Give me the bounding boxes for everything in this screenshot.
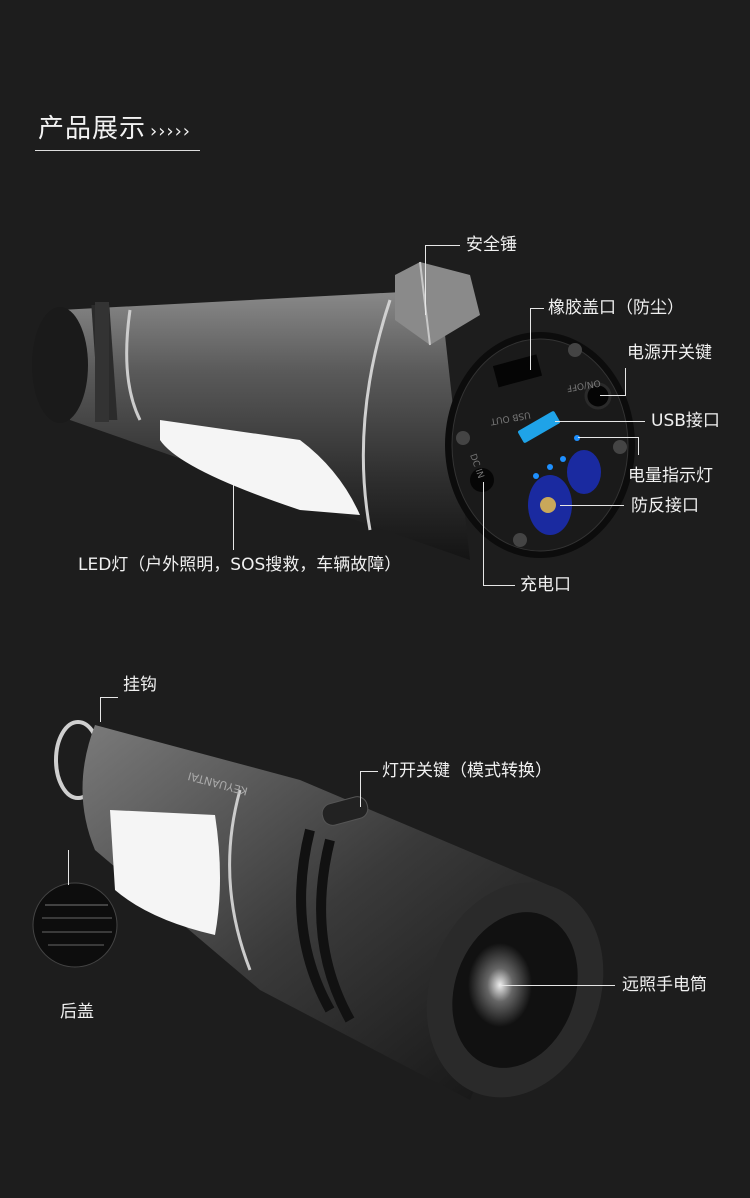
leader-line bbox=[600, 395, 626, 396]
chevrons-icon: ››››› bbox=[150, 121, 192, 142]
leader-line bbox=[483, 482, 484, 585]
label-rubber-cover: 橡胶盖口（防尘） bbox=[548, 298, 684, 318]
leader-line bbox=[500, 985, 615, 986]
label-power-switch: 电源开关键 bbox=[627, 343, 712, 363]
light-switch-button bbox=[321, 796, 369, 826]
leader-line bbox=[483, 585, 515, 586]
leader-line bbox=[425, 245, 460, 246]
label-battery-indicator: 电量指示灯 bbox=[628, 466, 713, 486]
led-panel bbox=[160, 420, 360, 515]
leader-line bbox=[578, 437, 638, 438]
label-light-switch: 灯开关键（模式转换） bbox=[382, 761, 552, 781]
rear-cover-inset bbox=[32, 882, 118, 968]
leader-line bbox=[638, 437, 639, 455]
leader-line bbox=[360, 771, 378, 772]
leader-line bbox=[555, 421, 645, 422]
label-safety-hammer: 安全锤 bbox=[466, 235, 517, 255]
leader-line bbox=[625, 368, 626, 396]
leader-line bbox=[100, 697, 101, 722]
top-flashlight: DC IN USB OUT ON/OFF bbox=[32, 261, 635, 560]
leader-line bbox=[233, 485, 234, 550]
label-anti-reverse-port: 防反接口 bbox=[631, 496, 699, 516]
label-long-range-torch: 远照手电筒 bbox=[622, 975, 707, 995]
leader-line bbox=[560, 505, 624, 506]
leader-line bbox=[530, 308, 544, 309]
section-title-text: 产品展示 bbox=[38, 114, 147, 144]
label-charging-port: 充电口 bbox=[520, 575, 571, 595]
leader-line bbox=[530, 308, 531, 370]
leader-line bbox=[100, 697, 118, 698]
label-usb-port: USB接口 bbox=[651, 411, 720, 431]
side-led-panel bbox=[110, 810, 220, 935]
label-hook: 挂钩 bbox=[123, 675, 157, 695]
leader-line bbox=[68, 850, 69, 885]
bottom-flashlight: KEYUANTAI bbox=[32, 720, 604, 1100]
section-title: 产品展示››››› bbox=[38, 108, 191, 145]
leader-line bbox=[360, 771, 361, 807]
title-underline bbox=[35, 150, 200, 151]
label-rear-cover: 后盖 bbox=[60, 1002, 94, 1022]
leader-line bbox=[425, 245, 426, 315]
safety-hammer bbox=[395, 262, 480, 345]
label-led-light: LED灯（户外照明，SOS搜救，车辆故障） bbox=[78, 555, 402, 575]
